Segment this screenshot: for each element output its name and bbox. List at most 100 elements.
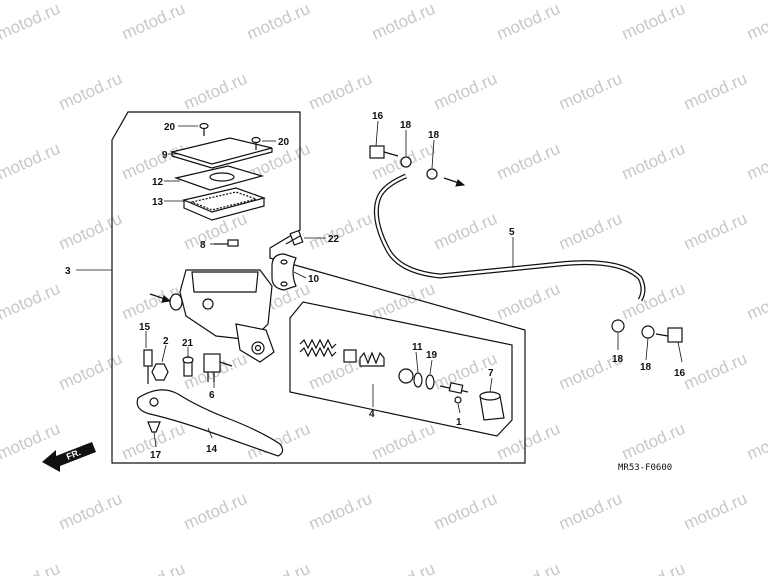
piston-spring [299, 338, 337, 358]
screw-20-left [199, 122, 209, 136]
watermark-text: motod.ru [431, 209, 500, 254]
master-cylinder-body [169, 269, 275, 363]
watermark-text: motod.ru [494, 419, 563, 464]
watermark-text: motod.ru [181, 489, 250, 534]
screw-21 [182, 356, 194, 377]
cup-seal [343, 349, 357, 363]
watermark-text: motod.ru [431, 69, 500, 114]
watermark-text: motod.ru [619, 0, 688, 44]
watermark-text: motod.ru [244, 559, 313, 576]
piston-end [398, 368, 414, 384]
bolt-8 [214, 239, 239, 247]
label-9: 9 [162, 150, 168, 161]
watermark-text: motod.ru [56, 209, 125, 254]
watermark-text: motod.ru [0, 0, 63, 44]
label-1: 1 [456, 417, 462, 428]
boot-7 [479, 391, 505, 421]
label-12: 12 [152, 177, 164, 188]
watermark-text: motod.ru [681, 349, 750, 394]
watermark-text: motod.ru [556, 209, 625, 254]
label-4: 4 [369, 409, 375, 420]
label-10: 10 [308, 274, 320, 285]
assembly-frame [111, 111, 526, 464]
label-3: 3 [65, 266, 71, 277]
piston-kit-box [289, 301, 513, 437]
watermark-text: motod.ru [0, 279, 63, 324]
label-16-bottom: 16 [674, 368, 686, 379]
diagram-code: MR53-F0600 [618, 463, 672, 473]
watermark-text: motod.ru [306, 489, 375, 534]
banjo-bolt-16-top [369, 145, 399, 159]
watermark-text: motod.ru [744, 139, 768, 184]
watermark-text: motod.ru [369, 279, 438, 324]
clutch-lever-14 [136, 389, 284, 457]
watermark-text: motod.ru [681, 489, 750, 534]
banjo-bolt-16-bottom [655, 327, 683, 343]
watermark-text: motod.ru [244, 0, 313, 44]
front-direction-indicator: FR. [42, 442, 96, 472]
watermark-text: motod.ru [0, 139, 63, 184]
part-number-labels: 20 20 9 12 13 8 22 10 3 15 2 21 6 14 17 … [65, 111, 686, 461]
washer-18-bottom-b [641, 325, 655, 339]
bolt-15 [143, 349, 153, 384]
push-rod [439, 382, 469, 404]
nut-2 [151, 363, 169, 381]
watermark-text: motod.ru [619, 419, 688, 464]
label-17: 17 [150, 450, 162, 461]
label-16-top: 16 [372, 111, 384, 122]
label-15: 15 [139, 322, 151, 333]
label-7: 7 [488, 368, 494, 379]
label-14: 14 [206, 444, 218, 455]
label-2: 2 [163, 336, 169, 347]
watermark-text: motod.ru [56, 349, 125, 394]
label-18-bottom-a: 18 [612, 354, 624, 365]
label-6: 6 [209, 390, 215, 401]
watermark-text: motod.ru [369, 559, 438, 576]
screw-20-right [251, 136, 261, 150]
label-20-right: 20 [278, 137, 290, 148]
label-13: 13 [152, 197, 164, 208]
watermark-text: motod.ru [119, 559, 188, 576]
watermark-text: motod.ru [619, 279, 688, 324]
label-22: 22 [328, 234, 340, 245]
watermark-text: motod.ru [744, 559, 768, 576]
label-20-left: 20 [164, 122, 176, 133]
circlip-19 [425, 374, 435, 390]
washer-18-bottom-a [611, 319, 625, 333]
watermark-text: motod.ru [0, 559, 63, 576]
watermark-text: motod.ru [306, 209, 375, 254]
watermark-text: motod.ru [681, 209, 750, 254]
watermark-text: motod.ru [369, 419, 438, 464]
watermark-text: motod.ru [56, 489, 125, 534]
label-11: 11 [412, 342, 423, 353]
watermark-text: motod.ru [181, 69, 250, 114]
watermark-text: motod.ru [494, 559, 563, 576]
label-18-top-b: 18 [428, 130, 440, 141]
watermark-text: motod.ru [744, 279, 768, 324]
watermark-text: motod.ru [619, 139, 688, 184]
watermark-text: motod.ru [619, 559, 688, 576]
watermark-text: motod.ru [556, 489, 625, 534]
watermark-text: motod.ru [494, 0, 563, 44]
watermark-text: motod.ru [306, 69, 375, 114]
label-8: 8 [200, 240, 206, 251]
clutch-hose-5 [373, 173, 646, 302]
watermark-text: motod.ru [56, 69, 125, 114]
label-18-top-a: 18 [400, 120, 412, 131]
watermark-text: motod.ru [494, 279, 563, 324]
piston [359, 351, 385, 367]
washer-18-top-b [426, 168, 438, 180]
diaphragm-plate [173, 165, 265, 191]
watermark-text: motod.ru [119, 0, 188, 44]
pivot-bolt-17 [147, 421, 161, 433]
label-21: 21 [182, 338, 194, 349]
bolt-22 [285, 229, 304, 246]
watermark-text: motod.ru [431, 489, 500, 534]
direction-arrows [149, 177, 466, 303]
watermark-text: motod.ru [369, 0, 438, 44]
watermark-text: motod.ru [181, 209, 250, 254]
washer-11 [413, 372, 423, 388]
watermark-text: motod.ru [681, 69, 750, 114]
